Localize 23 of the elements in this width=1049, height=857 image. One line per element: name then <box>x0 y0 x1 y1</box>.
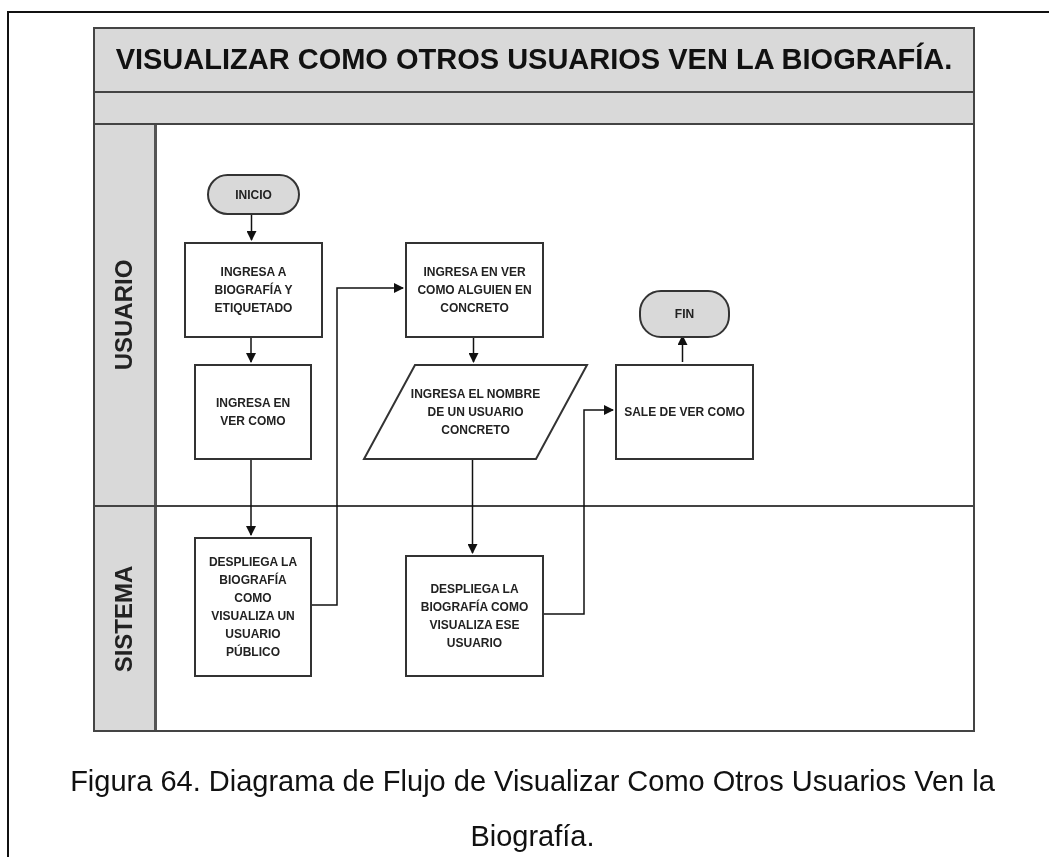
arrow <box>541 405 614 615</box>
arrow <box>468 335 479 363</box>
process-box: INGRESA EN VER COMO <box>194 364 312 460</box>
process-box: DESPLIEGA LA BIOGRAFÍA COMO VISUALIZA ESE USUARIO <box>405 555 544 677</box>
diagram-title: VISUALIZAR COMO OTROS USUARIOS VEN LA BIOGRAFÍA. <box>93 27 975 125</box>
arrow <box>677 335 688 363</box>
input-parallelogram: INGRESA EL NOMBRE DE UN USUARIO CONCRETO <box>363 364 588 460</box>
arrow <box>467 457 478 554</box>
terminal-pill: INICIO <box>207 174 300 215</box>
process-box: INGRESA A BIOGRAFÍA Y ETIQUETADO <box>184 242 323 338</box>
process-box: SALE DE VER COMO <box>615 364 754 460</box>
terminal-pill: FIN <box>639 290 730 338</box>
arrow <box>246 335 256 363</box>
lane-label: SISTEMA <box>110 565 139 672</box>
arrow <box>246 457 256 536</box>
arrow <box>246 212 257 241</box>
swimlane <box>93 123 975 507</box>
swimlane <box>93 505 975 732</box>
figure-caption: Figura 64. Diagrama de Flujo de Visualizar Como Otros Usuarios Ven la Biografía. <box>69 764 996 854</box>
process-box: INGRESA EN VER COMO ALGUIEN EN CONCRETO <box>405 242 544 338</box>
process-box: DESPLIEGA LA BIOGRAFÍA COMO VISUALIZA UN USUARIO PÚBLICO <box>194 537 312 677</box>
arrow <box>309 283 404 606</box>
lane-label: USUARIO <box>110 259 139 371</box>
